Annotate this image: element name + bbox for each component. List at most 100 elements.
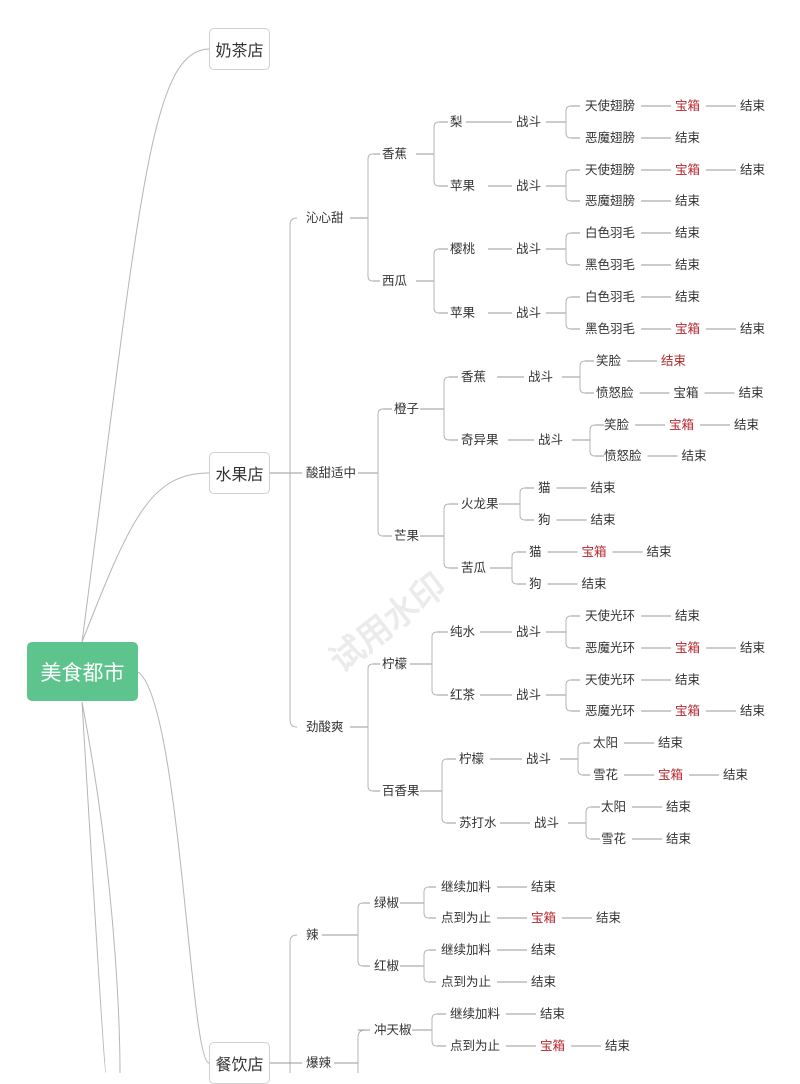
node-chest[interactable]: 宝箱 — [658, 767, 684, 783]
node-stop[interactable]: 点到为止 — [450, 1038, 501, 1054]
node-hot[interactable]: 爆辣 — [306, 1055, 332, 1071]
node-banana[interactable]: 香蕉 — [382, 146, 408, 162]
node-end[interactable]: 结束 — [675, 289, 701, 305]
node-soda[interactable]: 苏打水 — [459, 815, 497, 831]
node-end[interactable]: 结束 — [675, 193, 701, 209]
node-sun[interactable]: 太阳 — [601, 799, 627, 815]
node-mango[interactable]: 芒果 — [394, 528, 420, 544]
node-apple[interactable]: 苹果 — [450, 305, 476, 321]
node-end[interactable]: 结束 — [596, 910, 622, 926]
node-devil-halo[interactable]: 恶魔光环 — [585, 703, 636, 719]
node-fight[interactable]: 战斗 — [516, 241, 542, 257]
node-end[interactable]: 结束 — [658, 735, 684, 751]
node-chest[interactable]: 宝箱 — [531, 910, 557, 926]
node-fight[interactable]: 战斗 — [534, 815, 560, 831]
node-spicy[interactable]: 辣 — [306, 927, 319, 943]
node-fight[interactable]: 战斗 — [538, 432, 564, 448]
node-red-pepper[interactable]: 红椒 — [374, 958, 400, 974]
node-fight[interactable]: 战斗 — [516, 114, 542, 130]
node-end[interactable]: 结束 — [590, 512, 616, 528]
node-continue[interactable]: 继续加料 — [450, 1006, 501, 1022]
node-smile[interactable]: 笑脸 — [596, 353, 622, 369]
node-end[interactable]: 结束 — [740, 640, 766, 656]
node-fight[interactable]: 战斗 — [516, 624, 542, 640]
node-end[interactable]: 结束 — [661, 353, 687, 369]
node-watermelon[interactable]: 西瓜 — [382, 273, 408, 289]
node-end[interactable]: 结束 — [675, 608, 701, 624]
node-chest[interactable]: 宝箱 — [673, 385, 699, 401]
node-end[interactable]: 结束 — [590, 480, 616, 496]
node-angel-halo[interactable]: 天使光环 — [585, 672, 636, 688]
node-end[interactable]: 结束 — [666, 831, 692, 847]
node-lemon[interactable]: 柠檬 — [459, 751, 485, 767]
node-end[interactable]: 结束 — [740, 703, 766, 719]
node-orange[interactable]: 橙子 — [394, 401, 420, 417]
node-white-feather[interactable]: 白色羽毛 — [585, 289, 636, 305]
node-angel-halo[interactable]: 天使光环 — [585, 608, 636, 624]
node-end[interactable]: 结束 — [675, 225, 701, 241]
node-smile[interactable]: 笑脸 — [604, 417, 630, 433]
node-dog[interactable]: 狗 — [529, 576, 542, 592]
node-end[interactable]: 结束 — [675, 257, 701, 273]
node-chest[interactable]: 宝箱 — [675, 162, 701, 178]
node-end[interactable]: 结束 — [540, 1006, 566, 1022]
node-end[interactable]: 结束 — [531, 974, 557, 990]
node-snow[interactable]: 雪花 — [593, 767, 619, 783]
node-sun[interactable]: 太阳 — [593, 735, 619, 751]
node-angel-wings[interactable]: 天使翅膀 — [585, 162, 636, 178]
node-devil-halo[interactable]: 恶魔光环 — [585, 640, 636, 656]
node-end[interactable]: 结束 — [581, 576, 607, 592]
node-chest[interactable]: 宝箱 — [675, 640, 701, 656]
node-chest[interactable]: 宝箱 — [581, 544, 607, 560]
node-black-feather[interactable]: 黑色羽毛 — [585, 257, 636, 273]
node-devil-wings[interactable]: 恶魔翅膀 — [585, 130, 636, 146]
node-sour-sweet[interactable]: 酸甜适中 — [306, 465, 357, 481]
node-end[interactable]: 结束 — [740, 98, 766, 114]
node-end[interactable]: 结束 — [675, 130, 701, 146]
category-node-restaurant[interactable]: 餐饮店 — [209, 1042, 270, 1084]
node-end[interactable]: 结束 — [738, 385, 764, 401]
node-stop[interactable]: 点到为止 — [441, 974, 492, 990]
category-node-fruit[interactable]: 水果店 — [209, 452, 270, 494]
node-end[interactable]: 结束 — [646, 544, 672, 560]
node-end[interactable]: 结束 — [723, 767, 749, 783]
node-chest[interactable]: 宝箱 — [675, 321, 701, 337]
node-white-feather[interactable]: 白色羽毛 — [585, 225, 636, 241]
node-end[interactable]: 结束 — [666, 799, 692, 815]
node-end[interactable]: 结束 — [675, 672, 701, 688]
node-end[interactable]: 结束 — [531, 942, 557, 958]
node-end[interactable]: 结束 — [734, 417, 760, 433]
node-black-feather[interactable]: 黑色羽毛 — [585, 321, 636, 337]
node-end[interactable]: 结束 — [740, 321, 766, 337]
node-lemon[interactable]: 柠檬 — [382, 656, 408, 672]
node-angry[interactable]: 愤怒脸 — [604, 448, 642, 464]
node-continue[interactable]: 继续加料 — [441, 879, 492, 895]
node-apple[interactable]: 苹果 — [450, 178, 476, 194]
node-pure-water[interactable]: 纯水 — [450, 624, 476, 640]
node-dragon[interactable]: 火龙果 — [461, 496, 499, 512]
node-bitter-melon[interactable]: 苦瓜 — [461, 560, 487, 576]
node-sour[interactable]: 劲酸爽 — [306, 719, 344, 735]
node-fight[interactable]: 战斗 — [528, 369, 554, 385]
node-end[interactable]: 结束 — [740, 162, 766, 178]
node-cat[interactable]: 猫 — [529, 544, 542, 560]
node-cat[interactable]: 猫 — [538, 480, 551, 496]
node-end[interactable]: 结束 — [531, 879, 557, 895]
node-cherry[interactable]: 樱桃 — [450, 241, 476, 257]
node-green-pepper[interactable]: 绿椒 — [374, 895, 400, 911]
node-fight[interactable]: 战斗 — [516, 178, 542, 194]
node-chest[interactable]: 宝箱 — [669, 417, 695, 433]
node-fight[interactable]: 战斗 — [516, 687, 542, 703]
node-chili[interactable]: 冲天椒 — [374, 1022, 412, 1038]
node-stop[interactable]: 点到为止 — [441, 910, 492, 926]
node-end[interactable]: 结束 — [681, 448, 707, 464]
node-chest[interactable]: 宝箱 — [675, 98, 701, 114]
node-fight[interactable]: 战斗 — [516, 305, 542, 321]
category-node-milk-tea[interactable]: 奶茶店 — [209, 28, 270, 70]
node-devil-wings[interactable]: 恶魔翅膀 — [585, 193, 636, 209]
node-continue[interactable]: 继续加料 — [441, 942, 492, 958]
node-passion[interactable]: 百香果 — [382, 783, 420, 799]
node-angel-wings[interactable]: 天使翅膀 — [585, 98, 636, 114]
node-dog[interactable]: 狗 — [538, 512, 551, 528]
node-snow[interactable]: 雪花 — [601, 831, 627, 847]
